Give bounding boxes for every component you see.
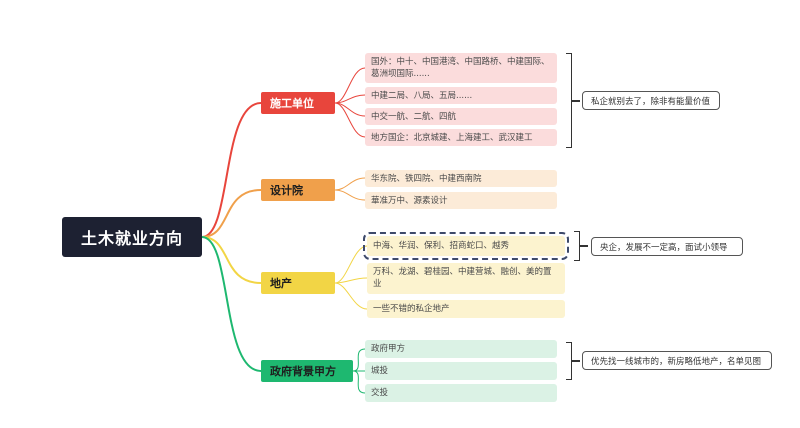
leaf-connector [352, 348, 366, 372]
bracket-realestate [574, 231, 580, 261]
leaf-connector [334, 102, 366, 138]
leaf-construction-4[interactable]: 地方国企：北京城建、上海建工、武汉建工 [365, 129, 557, 146]
root-node[interactable]: 土木就业方向 [62, 217, 202, 257]
leaf-design-2[interactable]: 華准万中、源素设计 [365, 192, 557, 209]
bracket-tick-construction [572, 100, 580, 102]
bracket-tick-government [572, 360, 580, 362]
bracket-tick-realestate [580, 245, 588, 247]
leaf-connector [334, 177, 366, 191]
note-construction[interactable]: 私企就别去了，除非有能量价值 [582, 91, 720, 110]
leaf-connector [334, 94, 366, 104]
bracket-government [566, 342, 572, 380]
leaf-connector [334, 277, 368, 284]
branch-government-owner[interactable]: 政府背景甲方 [261, 360, 353, 382]
leaf-construction-3[interactable]: 中交一航、二航、四航 [365, 108, 557, 125]
note-government[interactable]: 优先找一线城市的，新房略低地产，名单见图 [582, 351, 772, 370]
leaf-government-2[interactable]: 城投 [365, 362, 557, 380]
root-connector [201, 236, 262, 284]
leaf-connector [334, 245, 368, 284]
leaf-realestate-3[interactable]: 一些不错的私企地产 [367, 300, 565, 318]
leaf-connector [334, 189, 366, 201]
leaf-construction-1[interactable]: 国外：中十、中国港湾、中国路桥、中建国际、葛洲坝国际...... [365, 53, 557, 83]
leaf-realestate-1[interactable]: 中海、华润、保利、招商蛇口、越秀 [363, 232, 569, 260]
note-realestate[interactable]: 央企，发展不一定高，面试小领导 [591, 237, 743, 256]
leaf-design-1[interactable]: 华东院、铁四院、中建西南院 [365, 170, 557, 187]
leaf-government-1[interactable]: 政府甲方 [365, 340, 557, 358]
branch-real-estate[interactable]: 地产 [261, 272, 335, 294]
branch-construction-units[interactable]: 施工单位 [261, 92, 335, 114]
leaf-construction-2[interactable]: 中建二局、八局、五局...... [365, 87, 557, 104]
leaf-government-3[interactable]: 交投 [365, 384, 557, 402]
branch-design-institute[interactable]: 设计院 [261, 179, 335, 201]
root-connector [201, 236, 262, 372]
root-connector [201, 189, 262, 238]
leaf-connector [334, 67, 366, 104]
bracket-construction [566, 53, 572, 148]
leaf-connector [334, 282, 368, 310]
root-connector [201, 102, 262, 238]
leaf-connector [352, 370, 366, 394]
leaf-realestate-2[interactable]: 万科、龙湖、碧桂园、中建营城、融创、美的置业 [367, 263, 565, 294]
